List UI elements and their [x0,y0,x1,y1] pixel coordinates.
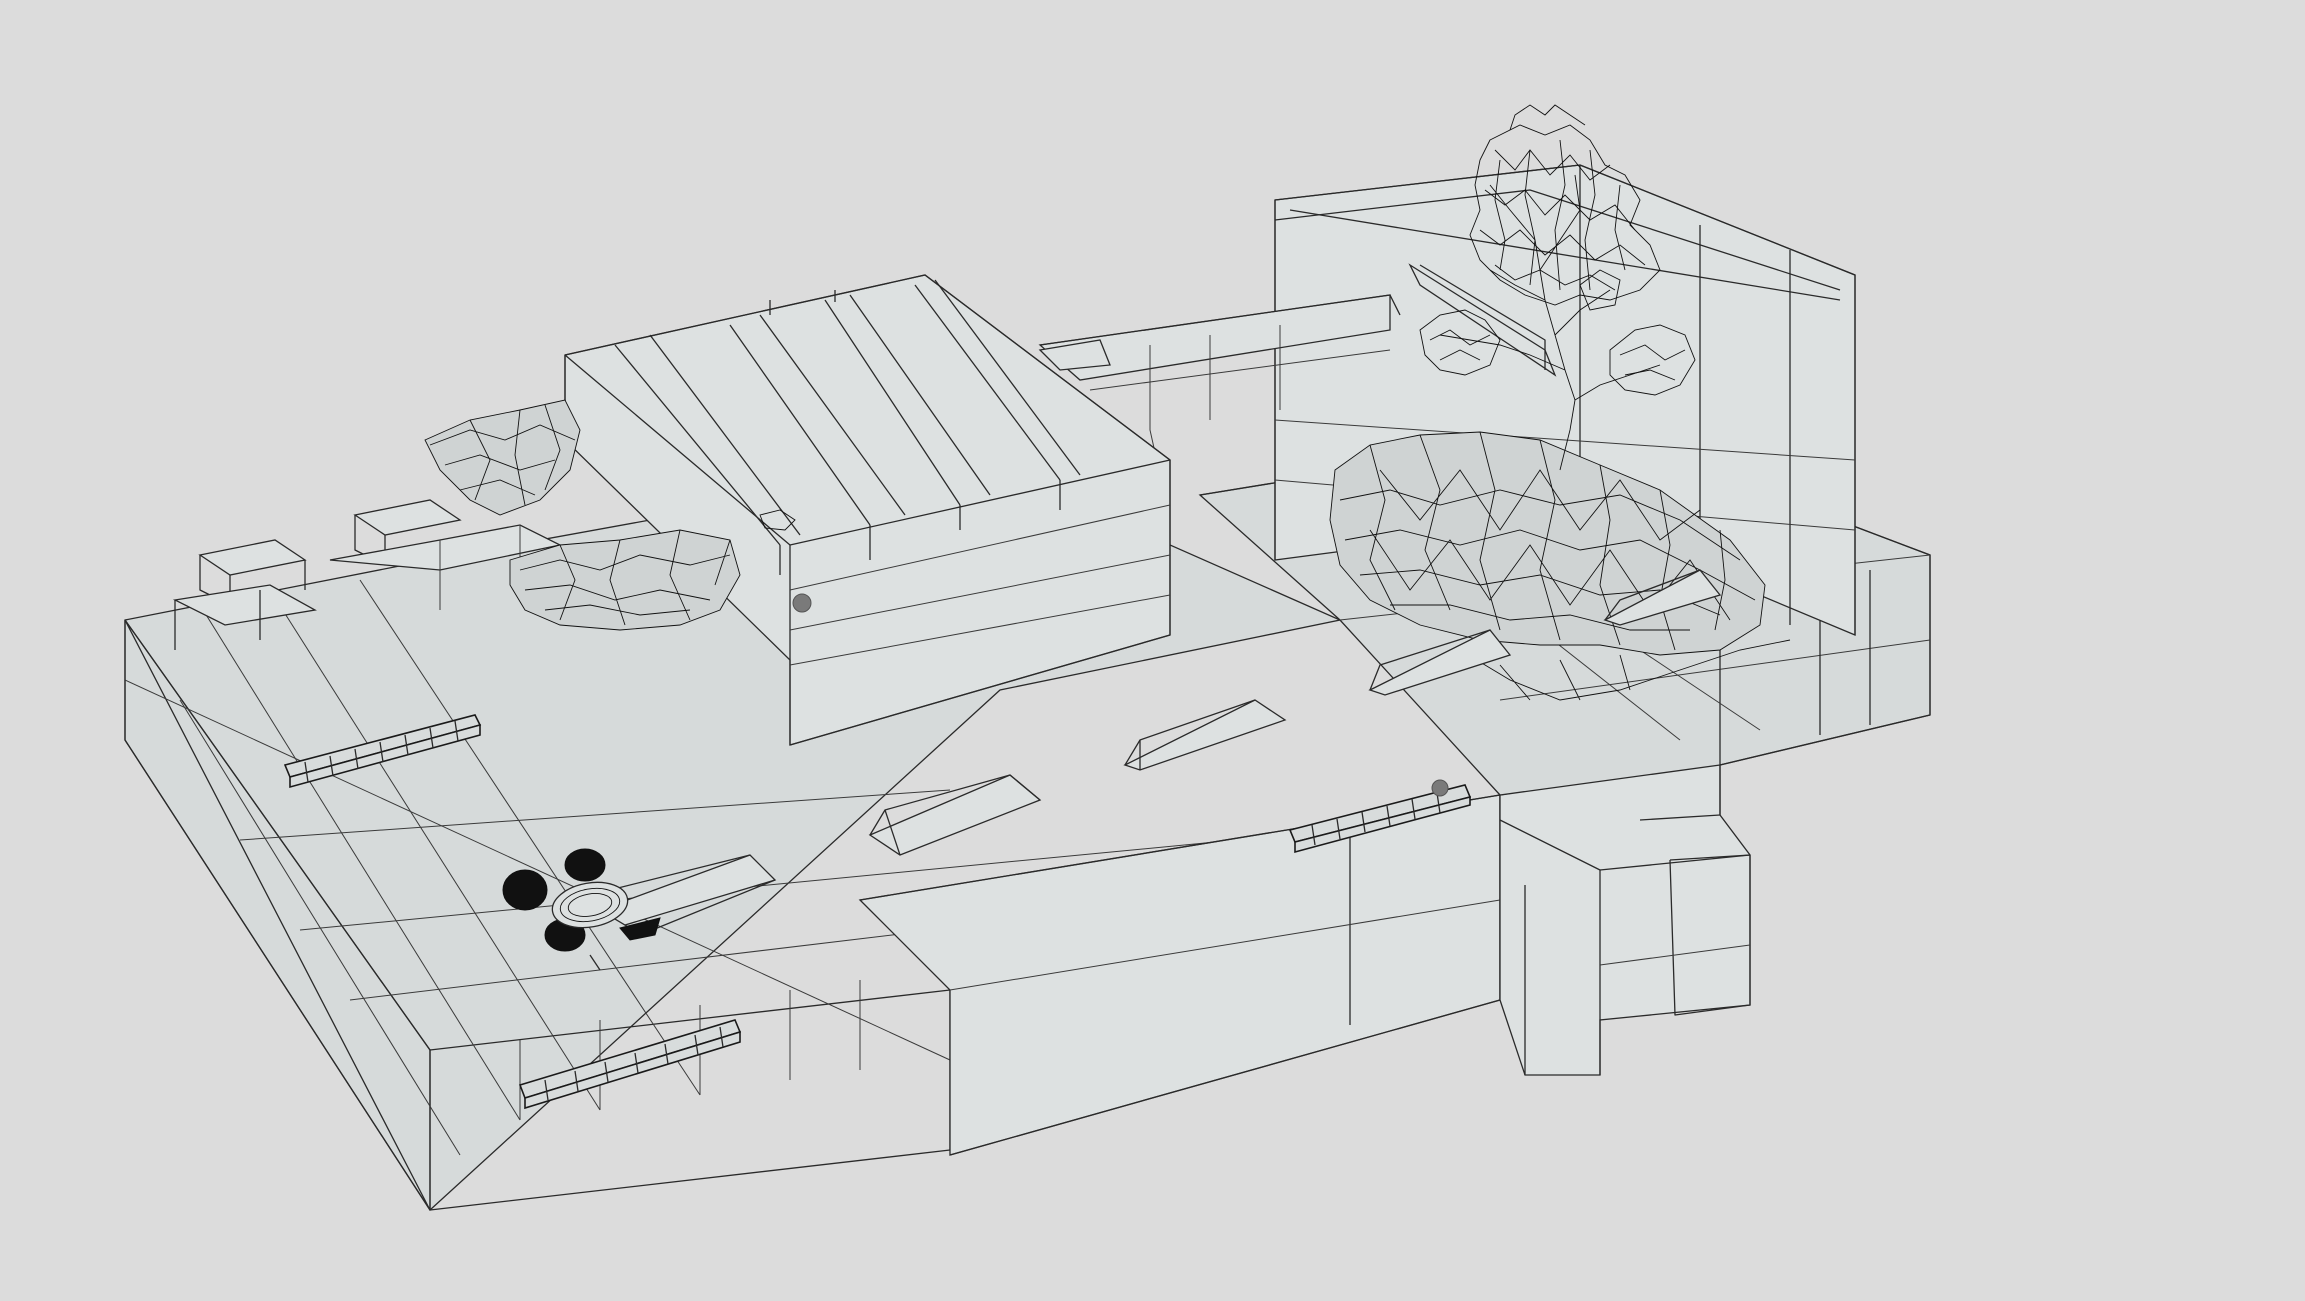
raised-central-block[interactable] [564,274,1171,746]
tree-icon[interactable] [1419,104,1696,471]
furniture-group[interactable] [502,848,661,971]
scene-marker[interactable] [792,593,1449,797]
planter-center[interactable] [868,774,1042,856]
back-bridge[interactable] [1038,294,1401,521]
bench-right[interactable] [1288,784,1472,854]
bench-left-top[interactable] [283,714,482,789]
planter-right-upper[interactable] [1603,569,1722,626]
left-back-blocks[interactable] [172,499,562,650]
boulder-left[interactable] [424,399,796,631]
front-lower-block[interactable] [858,794,1501,1156]
planter-mid-right[interactable] [1123,699,1287,771]
planter-right-lower[interactable] [1368,629,1512,696]
bench-left-bottom[interactable] [518,1019,742,1110]
right-step-blocks[interactable] [1499,759,1751,1076]
